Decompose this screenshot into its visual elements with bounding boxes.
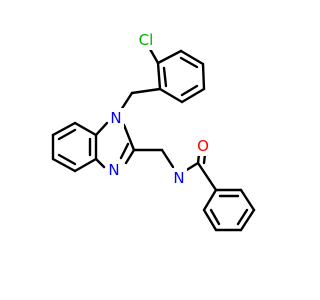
bond: [202, 188, 218, 212]
bond: [158, 87, 184, 104]
bond: [51, 157, 77, 173]
atom-labels: Cl N N N O: [106, 30, 211, 188]
bond: [94, 157, 106, 169]
bond: [160, 148, 175, 169]
amide-nitrogen-label: N: [173, 169, 184, 187]
bond: [179, 56, 199, 69]
bond: [239, 208, 256, 232]
molecule-drawing: Cl N N N O: [51, 30, 256, 232]
bond: [183, 161, 200, 173]
structure-diagram: Cl N N N O: [51, 30, 256, 232]
bond: [51, 121, 77, 137]
bond: [73, 121, 98, 137]
bond: [73, 157, 98, 173]
bond: [196, 161, 218, 192]
bond: [57, 128, 77, 141]
bond: [124, 148, 136, 165]
bond: [119, 142, 130, 160]
imidazole-n3-label: N: [108, 161, 119, 179]
bond: [201, 62, 206, 91]
bond: [156, 49, 183, 65]
bond: [236, 208, 249, 226]
bond: [179, 49, 205, 66]
bond: [162, 66, 168, 88]
bond: [239, 188, 256, 212]
bond: [180, 84, 199, 97]
bond: [180, 87, 206, 104]
bond: [202, 208, 218, 232]
bond: [122, 123, 136, 152]
bond: [156, 61, 162, 91]
bond: [57, 153, 77, 166]
chlorine-atom-label: Cl: [139, 31, 154, 49]
bond: [130, 87, 162, 95]
bond: [119, 91, 134, 112]
carbonyl-oxygen-label: O: [197, 137, 209, 155]
bond: [209, 208, 221, 226]
bond: [94, 121, 109, 137]
bond: [148, 47, 160, 65]
bonds: [51, 47, 256, 232]
imidazole-n1-label: N: [110, 109, 121, 127]
